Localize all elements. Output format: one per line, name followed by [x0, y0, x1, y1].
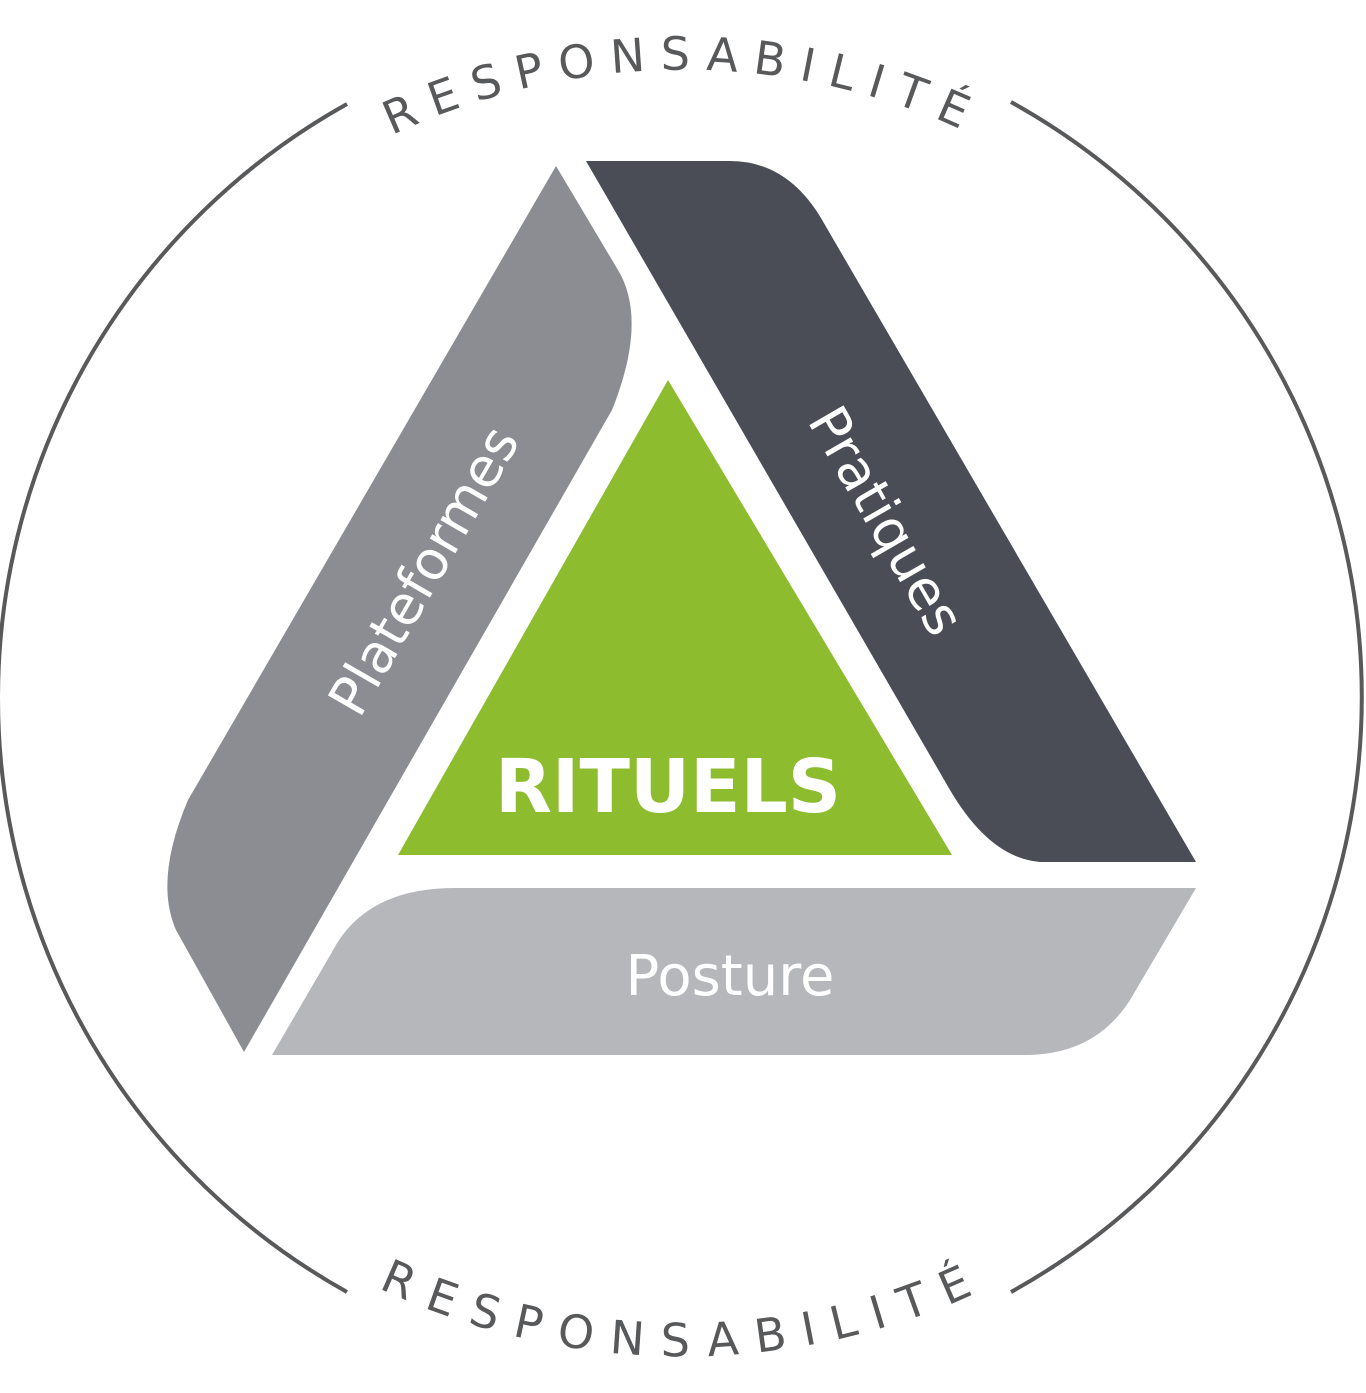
ring-top-label-path: RESPONSABILITÉ [375, 27, 977, 145]
ring-right-arc [1010, 100, 1364, 1294]
ring-bottom-label: RESPONSABILITÉ [374, 1249, 993, 1368]
center-triangle [398, 380, 952, 855]
right-side-band [586, 161, 1196, 862]
ring-top-label: RESPONSABILITÉ [375, 27, 992, 145]
ring-left-arc [0, 102, 348, 1294]
left-side-band [167, 166, 632, 1052]
center-label: RITUELS [495, 744, 841, 830]
bottom-side-band [272, 888, 1196, 1055]
ring-bottom-label-path: RESPONSABILITÉ [374, 1249, 978, 1368]
bottom-side-label: Posture [626, 944, 835, 1009]
